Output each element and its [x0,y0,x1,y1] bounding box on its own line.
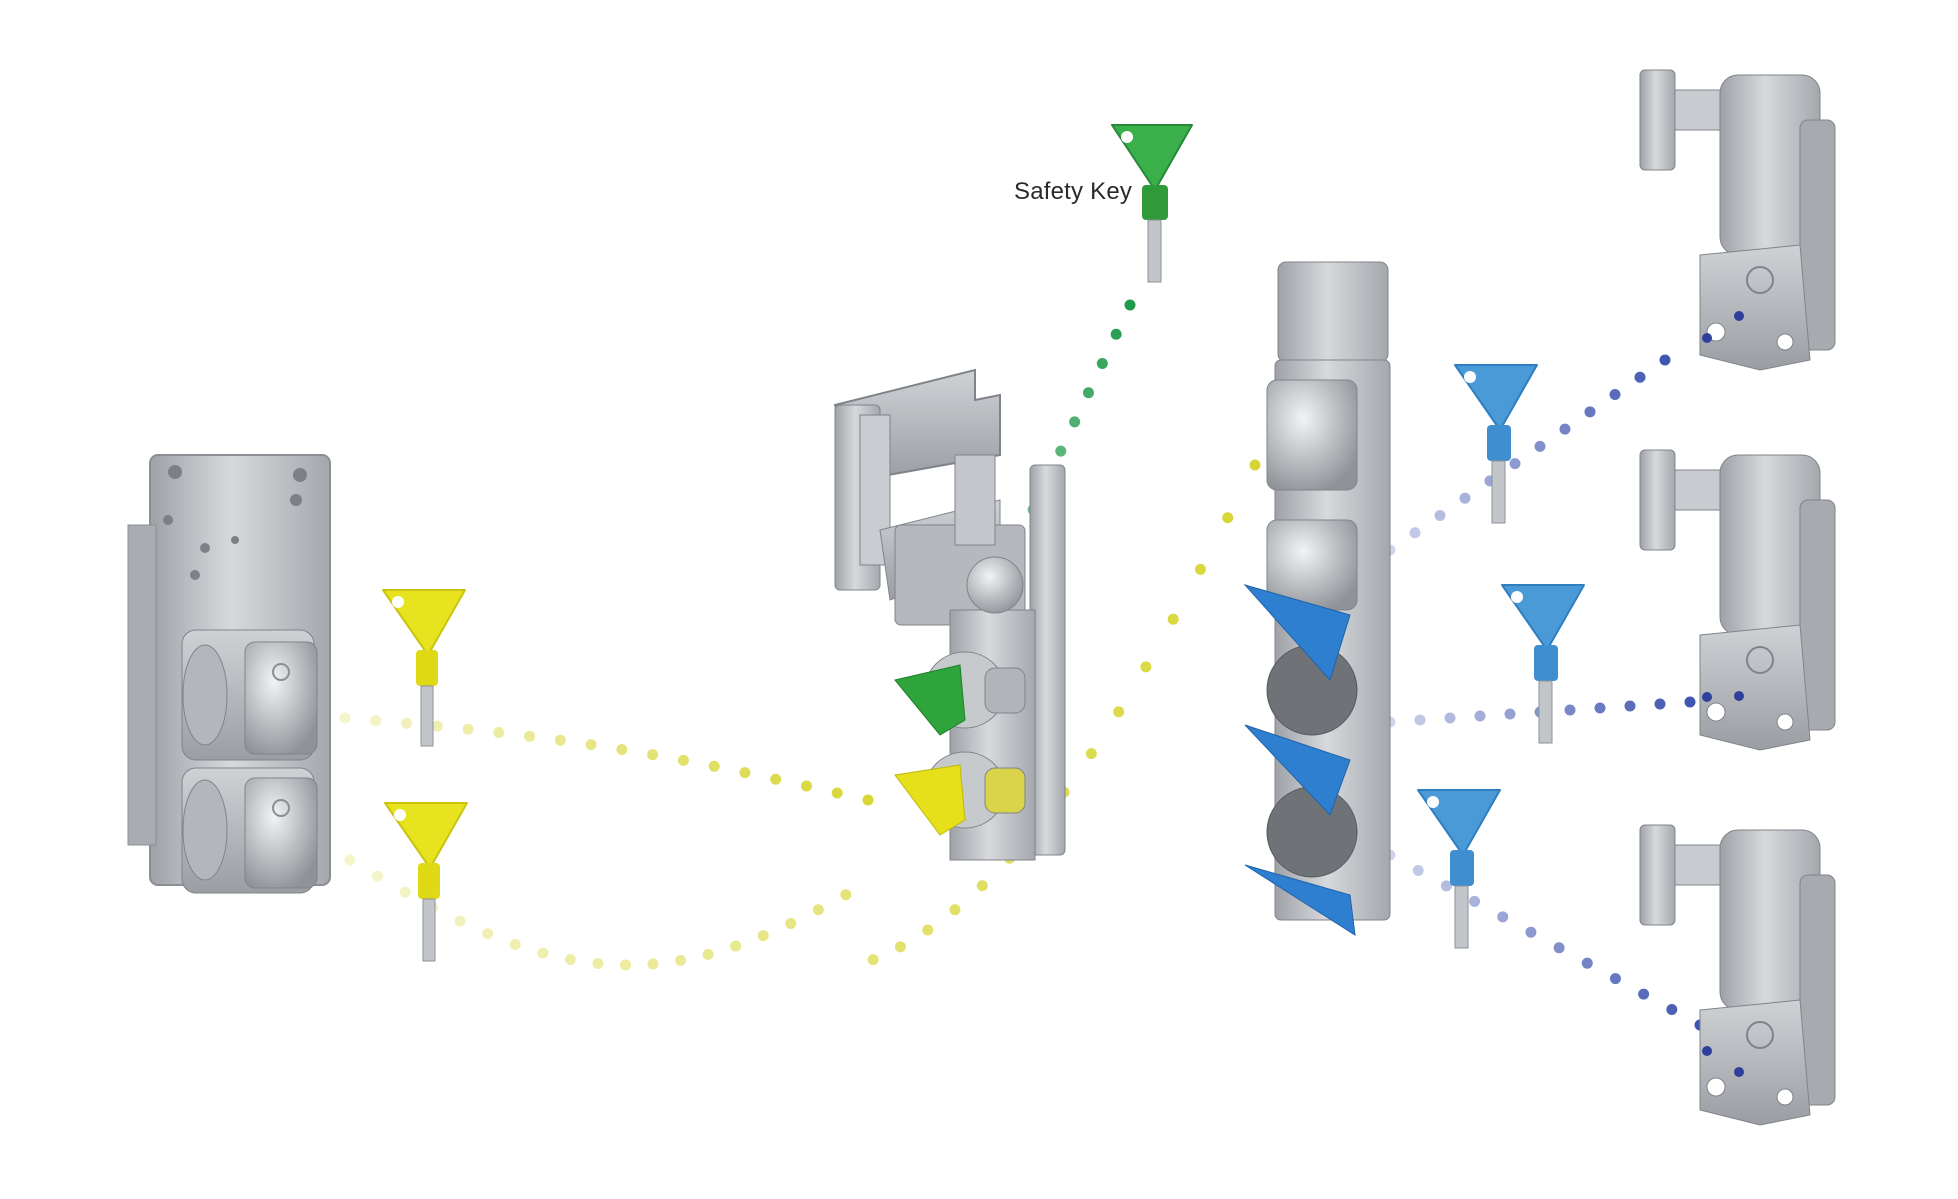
hinge-lock-interlock-3 [1639,824,1836,1126]
safety-key-label: Safety Key [1014,178,1133,205]
yellow-path-lower [344,459,1261,971]
trapped-key-interlock-left [127,454,331,894]
safety-key-yellow-upper [382,589,466,747]
blue-path-upper [1384,354,1671,556]
hinge-lock-interlock-2 [1639,449,1836,751]
safety-key-yellow-lower [384,802,468,962]
safety-key-blue-upper [1454,364,1538,524]
hinge-lock-interlock-1 [1639,69,1836,371]
safety-key-blue-lower [1417,789,1501,949]
key-exchange-unit [1243,261,1391,936]
safety-key-blue-middle [1501,584,1585,744]
safety-key-green [1111,124,1193,283]
gate-interlock-center [833,368,1066,861]
hinge-target-dots [1702,311,1744,1077]
yellow-path-upper [339,712,874,806]
